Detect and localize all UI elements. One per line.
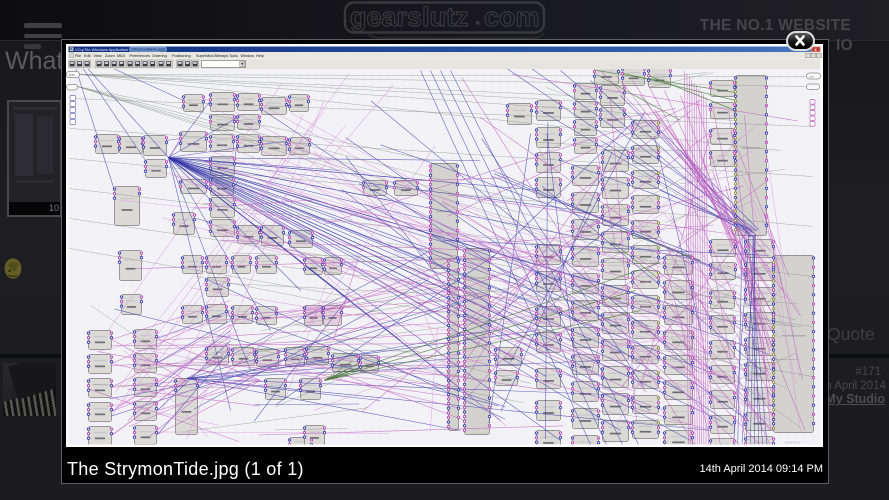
svg-text:Bitmaps: Bitmaps bbox=[214, 54, 228, 58]
svg-text:out: out bbox=[809, 74, 813, 78]
svg-text:Edit: Edit bbox=[84, 54, 91, 58]
svg-text:Zoom: Zoom bbox=[105, 54, 115, 58]
svg-text:MIDI: MIDI bbox=[117, 54, 125, 58]
svg-text:File: File bbox=[75, 54, 81, 58]
svg-text:Ordering: Ordering bbox=[152, 54, 167, 58]
svg-text:Tools: Tools bbox=[229, 54, 238, 58]
svg-text:VCrpTits Windows Application -: VCrpTits Windows Application - bbox=[75, 46, 131, 51]
svg-text:x: x bbox=[814, 46, 817, 51]
svg-text:SuperMod: SuperMod bbox=[196, 54, 214, 58]
svg-text:com: com bbox=[484, 2, 540, 32]
svg-text:Help: Help bbox=[256, 54, 264, 58]
svg-text:gearslutz: gearslutz bbox=[784, 439, 800, 444]
svg-text:Positioning: Positioning bbox=[172, 54, 191, 58]
svg-text:MTC: MTC bbox=[69, 73, 75, 77]
svg-text:[Strymontide4-Lag)]: [Strymontide4-Lag)] bbox=[131, 47, 164, 51]
svg-text:Preferences: Preferences bbox=[129, 54, 150, 58]
svg-text:gearslutz: gearslutz bbox=[350, 2, 469, 32]
svg-text:Window: Window bbox=[240, 54, 254, 58]
svg-text:View: View bbox=[93, 54, 101, 58]
